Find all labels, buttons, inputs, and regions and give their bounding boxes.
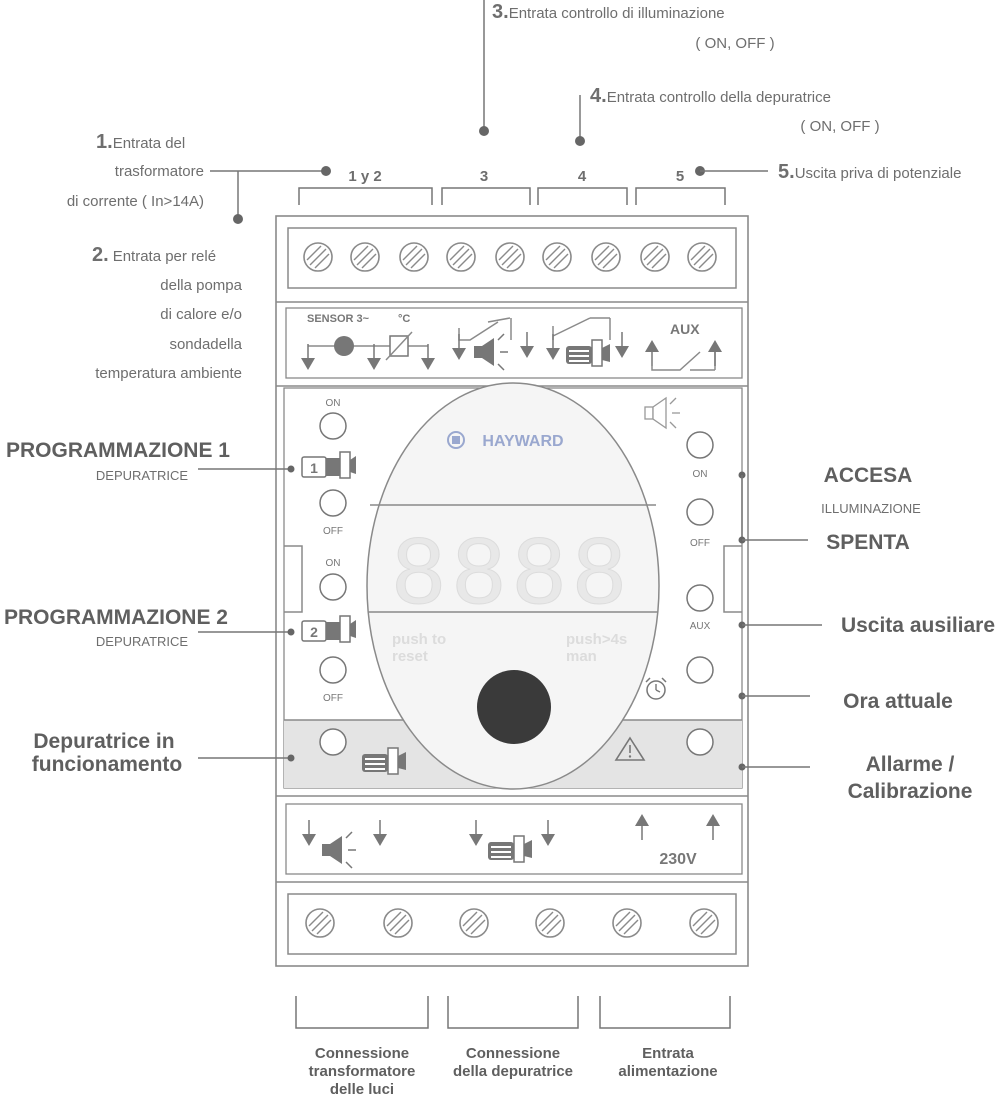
speaker-lamp-icon bbox=[644, 396, 680, 430]
push-man-label-2: man bbox=[566, 648, 597, 665]
prog2-pump-icon: 2 bbox=[301, 615, 356, 643]
svg-text:2: 2 bbox=[310, 624, 318, 640]
terminal-label-3: 3 bbox=[480, 168, 488, 185]
input3-label: 3.Entrata controllo di illuminazione bbox=[492, 1, 725, 23]
prog2-off-label: OFF bbox=[323, 693, 343, 704]
prog1-title: PROGRAMMAZIONE 1 bbox=[6, 439, 230, 462]
alarm-button[interactable] bbox=[686, 728, 714, 756]
prog1-on-button[interactable] bbox=[319, 412, 347, 440]
lighting-input-icon bbox=[451, 317, 535, 371]
display-oval bbox=[366, 382, 660, 790]
input1-line2: trasformatore bbox=[115, 163, 204, 180]
power-input-label-1: Entrata bbox=[642, 1045, 694, 1062]
seven-segment-display: 8888 bbox=[392, 518, 633, 623]
input-symbols-panel bbox=[285, 307, 743, 379]
input4-label: 4.Entrata controllo della depuratrice bbox=[590, 85, 831, 107]
input1-line3: di corrente ( In>14A) bbox=[67, 193, 204, 210]
input2-line2: della pompa bbox=[160, 277, 242, 294]
lighting-off-title: SPENTA bbox=[826, 531, 910, 554]
input2-line4: sondadella bbox=[169, 336, 242, 353]
input2-line3: di calore e/o bbox=[160, 306, 242, 323]
aux-output-title: Uscita ausiliare bbox=[841, 614, 995, 637]
warning-triangle-icon bbox=[614, 736, 646, 761]
power-input-label-2: alimentazione bbox=[618, 1063, 717, 1080]
aux-button-label: AUX bbox=[690, 621, 711, 632]
lighting-on-title: ACCESA bbox=[824, 464, 913, 487]
hayward-logo-icon bbox=[447, 431, 465, 449]
prog2-on-button[interactable] bbox=[319, 573, 347, 601]
lighting-on-label: ON bbox=[693, 469, 708, 480]
prog2-on-label: ON bbox=[326, 558, 341, 569]
push-reset-label-1: push to bbox=[392, 631, 446, 648]
pump-running-led bbox=[319, 728, 347, 756]
terminal-label-5: 5 bbox=[676, 168, 684, 185]
top-screw-terminals bbox=[303, 242, 717, 272]
light-connection-label-3: delle luci bbox=[330, 1081, 394, 1095]
push-reset-label-2: reset bbox=[392, 648, 428, 665]
prog1-off-label: OFF bbox=[323, 526, 343, 537]
aux-button[interactable] bbox=[686, 584, 714, 612]
terminal-label-4: 4 bbox=[578, 168, 587, 185]
lighting-off-label: OFF bbox=[690, 538, 710, 549]
prog1-on-label: ON bbox=[326, 398, 341, 409]
pump-input-icon bbox=[545, 317, 630, 367]
lighting-on-button[interactable] bbox=[686, 431, 714, 459]
input1-label: 1.Entrata del bbox=[96, 131, 185, 153]
bottom-terminal-strip bbox=[287, 893, 737, 955]
input4-sub: ( ON, OFF ) bbox=[800, 118, 879, 135]
pump-connection-label-1: Connessione bbox=[466, 1045, 560, 1062]
clock-button[interactable] bbox=[686, 656, 714, 684]
lighting-off-button[interactable] bbox=[686, 498, 714, 526]
light-connection-label-2: transformatore bbox=[309, 1063, 416, 1080]
push-man-label-1: push>4s bbox=[566, 631, 627, 648]
prog2-off-button[interactable] bbox=[319, 656, 347, 684]
prog2-title: PROGRAMMAZIONE 2 bbox=[4, 606, 228, 629]
alarm-title-2: Calibrazione bbox=[848, 780, 973, 803]
alarm-title-1: Allarme / bbox=[866, 753, 955, 776]
prog1-subtitle: DEPURATRICE bbox=[96, 468, 189, 483]
brand-logo: HAYWARD bbox=[482, 433, 563, 450]
voltage-label: 230V bbox=[659, 851, 697, 868]
pump-running-label-1: Depuratrice in bbox=[33, 730, 174, 753]
prog1-off-button[interactable] bbox=[319, 489, 347, 517]
lighting-subtitle: ILLUMINAZIONE bbox=[821, 501, 921, 516]
celsius-label: °C bbox=[398, 313, 410, 325]
alarm-clock-icon bbox=[645, 677, 667, 700]
prog1-pump-icon: 1 bbox=[301, 451, 356, 479]
prog2-subtitle: DEPURATRICE bbox=[96, 634, 189, 649]
control-knob[interactable] bbox=[477, 670, 551, 744]
pump-connection-label-2: della depuratrice bbox=[453, 1063, 573, 1080]
clock-title: Ora attuale bbox=[843, 690, 953, 713]
light-connection-label-1: Connessione bbox=[315, 1045, 409, 1062]
pump-running-label-2: funcionamento bbox=[32, 753, 183, 776]
aux-relay-icon bbox=[644, 339, 723, 371]
input2-line5: temperatura ambiente bbox=[95, 365, 242, 382]
input3-sub: ( ON, OFF ) bbox=[695, 35, 774, 52]
output5-label: 5.Uscita priva di potenziale bbox=[778, 161, 961, 183]
sensor-label: SENSOR 3~ bbox=[307, 313, 370, 325]
aux-label: AUX bbox=[670, 321, 700, 337]
svg-text:1: 1 bbox=[310, 460, 318, 476]
input2-label: 2.Entrata per relé bbox=[92, 244, 216, 266]
sensor-symbol-icon bbox=[300, 331, 436, 371]
terminal-label-1y2: 1 y 2 bbox=[348, 168, 381, 185]
